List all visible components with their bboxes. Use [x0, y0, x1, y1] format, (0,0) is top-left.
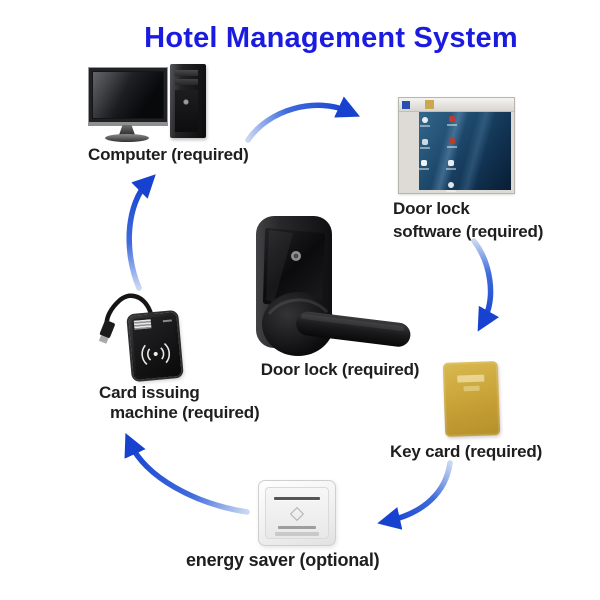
computer-label: Computer (required)	[88, 145, 249, 164]
desktop-icon	[420, 139, 430, 149]
card-machine-label-line1: Card issuing	[99, 383, 200, 402]
node-door-lock-software	[398, 97, 515, 194]
desktop-icon	[447, 116, 457, 126]
energy-saver-plate	[265, 487, 329, 539]
node-card-issuing-machine	[128, 312, 182, 380]
arrow-computer-to-software	[245, 96, 361, 143]
desktop-icon	[447, 138, 457, 148]
diamond-logo-icon	[289, 506, 305, 522]
page-title: Hotel Management System	[144, 22, 518, 54]
energy-saver-print	[278, 526, 316, 529]
window-folder-icon	[425, 100, 434, 109]
software-label-line1: Door lock	[393, 199, 470, 218]
node-computer	[88, 64, 206, 146]
lock-lever-handle	[296, 311, 411, 347]
desktop-icon	[420, 117, 430, 127]
door-lock-icon	[256, 216, 411, 356]
software-desktop-screenshot	[419, 112, 511, 192]
desktop-icon	[446, 160, 456, 170]
desktop-icon	[419, 160, 429, 170]
monitor-base	[105, 134, 149, 142]
window-titlebar	[399, 98, 514, 112]
monitor-stand	[119, 125, 135, 135]
monitor-icon	[88, 67, 168, 126]
arrow-energysaver-to-cardmachine	[124, 432, 250, 515]
arrow-keycard-to-energysaver	[377, 460, 453, 530]
node-key-card	[442, 361, 501, 437]
card-machine-label-line2: machine (required)	[110, 403, 260, 422]
software-label-line2: software (required)	[393, 222, 544, 241]
key-card-text-line	[457, 374, 485, 383]
arrow-cardmachine-to-computer	[126, 174, 156, 291]
door-lock-label: Door lock (required)	[260, 360, 420, 379]
node-energy-saver	[258, 480, 336, 546]
energy-saver-label: energy saver (optional)	[186, 550, 380, 570]
key-card-text-line	[463, 385, 480, 392]
machine-sticker	[133, 319, 152, 330]
energy-saver-print	[275, 532, 319, 536]
tower-drive-bays	[175, 70, 198, 132]
window-app-icon	[402, 101, 410, 109]
card-slot	[274, 497, 320, 500]
computer-tower-icon	[170, 64, 206, 138]
monitor-screen	[93, 72, 163, 118]
key-card-label: Key card (required)	[390, 442, 543, 461]
arrow-software-to-keycard	[471, 238, 499, 332]
rfid-waves-icon	[141, 342, 171, 365]
usb-cable-icon	[98, 293, 155, 344]
desktop-icon	[446, 182, 456, 192]
